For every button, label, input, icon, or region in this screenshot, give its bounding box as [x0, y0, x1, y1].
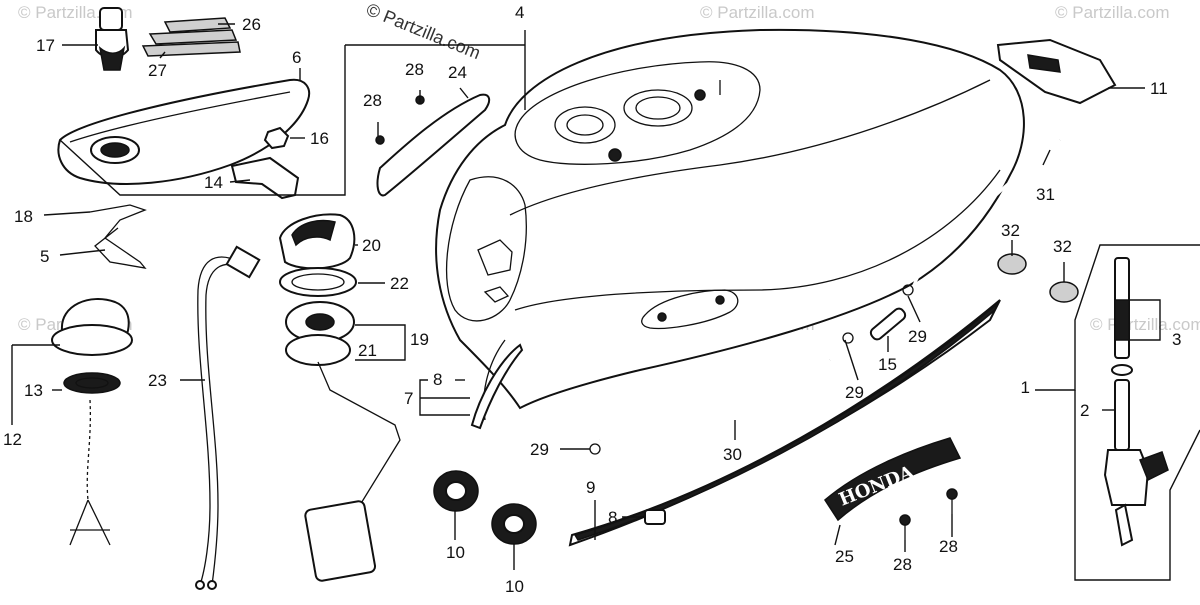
caps-32 — [997, 253, 1079, 303]
callout-9: 9 — [586, 478, 595, 497]
hose-connector-15 — [869, 307, 907, 341]
callout-32-left: 32 — [1001, 221, 1020, 240]
callout-29-right: 29 — [908, 327, 927, 346]
callout-6: 6 — [292, 48, 301, 67]
top-cover-panel — [57, 78, 310, 185]
callout-7: 7 — [404, 389, 413, 408]
fuel-gauge-sender — [278, 213, 401, 582]
callout-5: 5 — [40, 247, 49, 266]
leader-lines — [11, 23, 1200, 581]
rubber-grommets — [433, 470, 537, 545]
callout-21: 21 — [358, 341, 377, 360]
key-lock-cylinder — [95, 7, 130, 71]
callout-32-right: 32 — [1053, 237, 1072, 256]
callout-16: 16 — [310, 129, 329, 148]
callout-26: 26 — [242, 15, 261, 34]
callout-4: 4 — [515, 3, 524, 22]
callout-8-upper: 8 — [433, 370, 442, 389]
callout-18: 18 — [14, 207, 33, 226]
callout-22: 22 — [390, 274, 409, 293]
watermark-center: © Partzilla.com — [364, 0, 484, 63]
callout-28-top: 28 — [405, 60, 424, 79]
fuel-filler-cap — [51, 298, 133, 546]
callout-17: 17 — [36, 36, 55, 55]
side-rail-7 — [470, 343, 524, 430]
callout-3: 3 — [1172, 330, 1181, 349]
callout-28-bottom-right: 28 — [939, 537, 958, 556]
fuel-tank — [435, 28, 1025, 421]
nut-16 — [263, 126, 290, 150]
watermark-right: © Partzilla.com — [1090, 315, 1200, 334]
callout-28-left: 28 — [363, 91, 382, 110]
callout-25: 25 — [835, 547, 854, 566]
callout-24: 24 — [448, 63, 467, 82]
stripe-decals — [141, 17, 241, 57]
grommet-8 — [644, 509, 666, 525]
callout-23: 23 — [148, 371, 167, 390]
callout-11: 11 — [1150, 79, 1168, 98]
fuel-cock — [1103, 257, 1169, 547]
callout-27: 27 — [148, 61, 167, 80]
callout-15: 15 — [878, 355, 897, 374]
callout-10-lower: 10 — [505, 577, 524, 596]
callout-29-left: 29 — [530, 440, 549, 459]
callout-12: 12 — [3, 430, 22, 449]
honda-emblem: HONDA — [824, 437, 962, 522]
stay-strip-24 — [376, 93, 491, 197]
callout-8-lower: 8 — [608, 508, 617, 527]
callout-31: 31 — [1036, 185, 1055, 204]
callout-10-upper: 10 — [446, 543, 465, 562]
callout-20: 20 — [362, 236, 381, 255]
callout-28-bottom-left: 28 — [893, 555, 912, 574]
spring-clip — [89, 204, 147, 269]
callout-13: 13 — [24, 381, 43, 400]
callout-labels: 1 2 3 4 5 6 7 8 8 9 10 10 11 12 13 14 15… — [3, 3, 1181, 596]
callout-19: 19 — [410, 330, 429, 349]
screws-28 — [899, 488, 958, 540]
callout-29-middle: 29 — [845, 383, 864, 402]
gauge-cable — [195, 245, 261, 590]
callout-14: 14 — [204, 173, 223, 192]
watermark-top-middle: © Partzilla.com — [700, 3, 815, 22]
callout-30: 30 — [723, 445, 742, 464]
callout-1: 1 — [1021, 378, 1030, 397]
callout-2: 2 — [1080, 401, 1089, 420]
watermark-top-right: © Partzilla.com — [1055, 3, 1170, 22]
bracket-14 — [230, 156, 300, 200]
